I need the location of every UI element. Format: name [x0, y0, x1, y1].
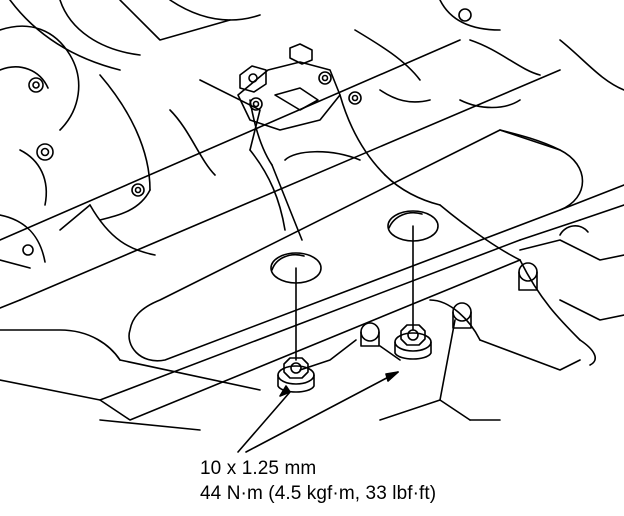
- frame-lower-edge: [119, 359, 261, 391]
- bolt-size-label: 10 x 1.25 mm: [200, 458, 317, 479]
- callout-leaders: [237, 371, 399, 453]
- exhaust-pipe-icon: [237, 43, 441, 241]
- flange-nut-icon: [277, 324, 432, 393]
- engine-housing: [0, 0, 624, 269]
- crossmember-icon: [0, 39, 624, 421]
- subframe-right: [299, 204, 624, 421]
- torque-spec-label: 44 N·m (4.5 kgf·m, 33 lbf·ft): [200, 483, 437, 504]
- frame-bottom-edge: [99, 419, 201, 431]
